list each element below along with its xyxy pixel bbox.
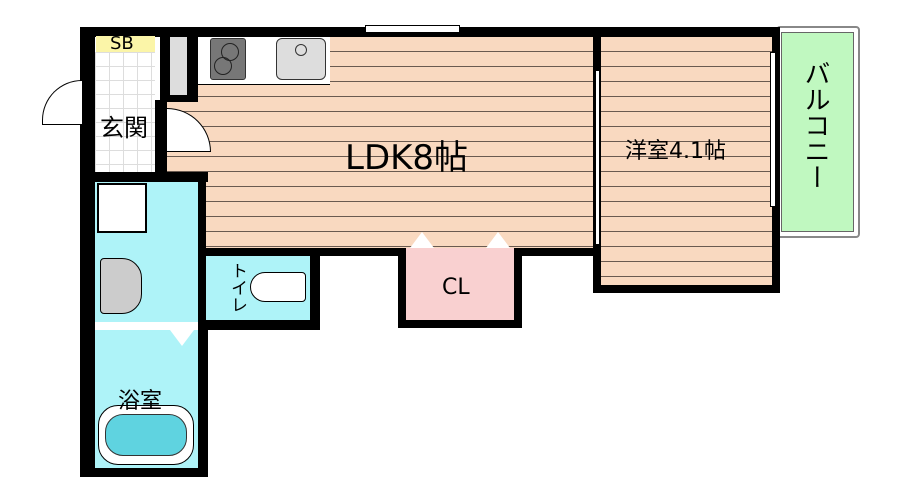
- balcony-window[interactable]: [770, 52, 776, 207]
- shoe-box-label: SB: [110, 33, 134, 54]
- western-room-floor: [601, 37, 772, 285]
- toilet-icon: [250, 272, 306, 302]
- balcony-label: バルコニー: [800, 60, 830, 190]
- washing-machine-icon: [97, 183, 147, 233]
- washbasin-icon: [100, 258, 142, 314]
- wall: [80, 172, 208, 182]
- closet-floor: [406, 248, 514, 320]
- bathtub-icon: [98, 405, 194, 465]
- wall: [198, 330, 208, 477]
- bathroom-door[interactable]: [170, 330, 194, 346]
- entrance-label: 玄関: [100, 114, 148, 142]
- refrigerator-space: [170, 37, 187, 95]
- closet-label: CL: [442, 275, 470, 300]
- toilet-label: トイレ: [227, 262, 247, 313]
- wall: [310, 248, 320, 330]
- western-room-label: 洋室4.1帖: [625, 139, 726, 164]
- ldk-label: LDK8帖: [345, 138, 469, 178]
- bath-label: 浴室: [118, 389, 163, 414]
- wall: [198, 172, 206, 332]
- wall: [80, 27, 95, 477]
- entrance-door[interactable]: [42, 80, 82, 125]
- wall: [155, 100, 167, 180]
- wall: [198, 320, 320, 330]
- entrance-floor: [95, 52, 155, 172]
- balcony-floor: [781, 32, 854, 232]
- window: [365, 25, 460, 33]
- stove-icon: [210, 38, 246, 80]
- ldk-floor: [330, 37, 595, 85]
- closet-door[interactable]: [486, 232, 510, 248]
- sliding-door[interactable]: [595, 70, 600, 245]
- shoe-box: [96, 36, 155, 52]
- sink-icon: [276, 38, 326, 80]
- closet-door[interactable]: [410, 232, 434, 248]
- wall: [80, 468, 208, 477]
